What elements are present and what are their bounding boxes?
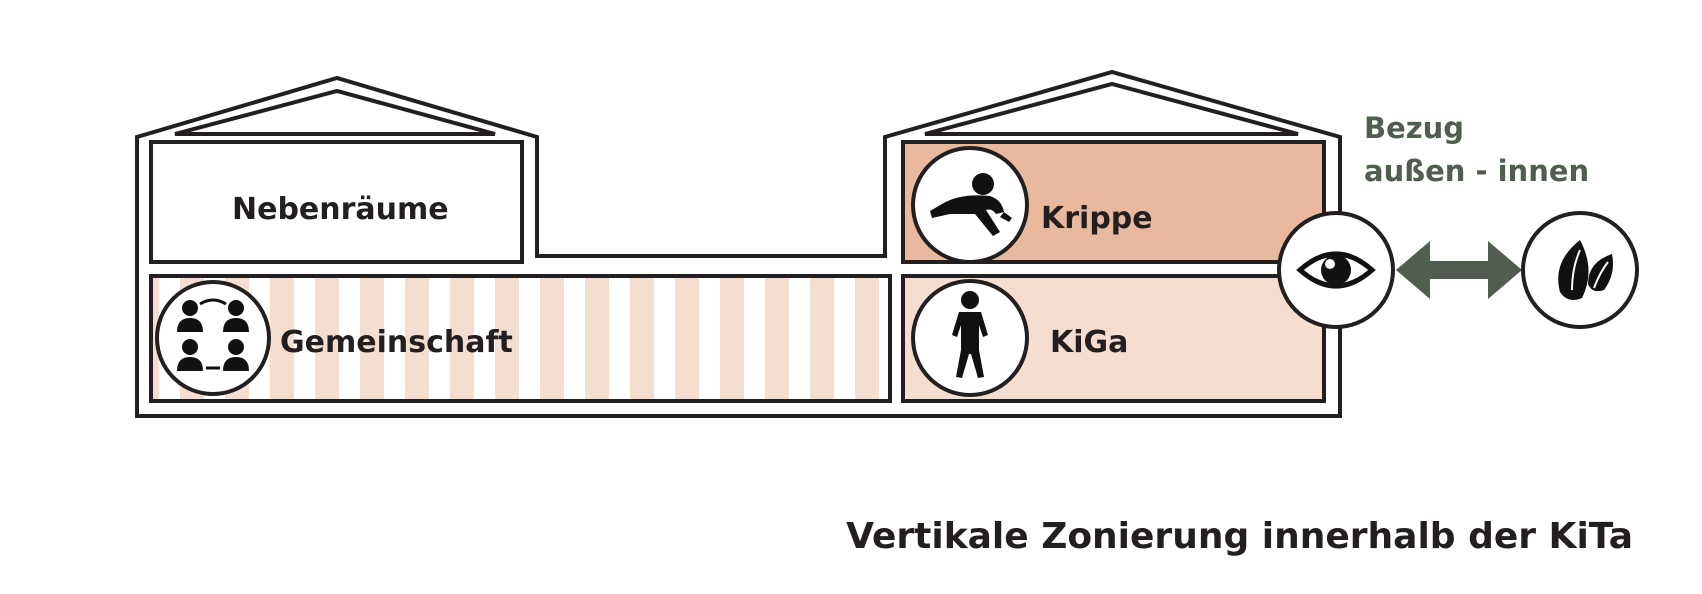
right-roof-gable (924, 81, 1299, 136)
eye-icon (1277, 211, 1395, 329)
room-nebenraeume (149, 140, 524, 264)
relation-label-line2: außen - innen (1364, 154, 1589, 188)
label-gemeinschaft: Gemeinschaft (280, 325, 513, 360)
left-roof-gable (174, 88, 496, 136)
crawling-baby-icon (911, 146, 1029, 264)
label-krippe: Krippe (1041, 201, 1153, 236)
label-kiga: KiGa (1050, 325, 1128, 360)
leaves-icon (1521, 211, 1639, 329)
child-icon (911, 279, 1029, 397)
relation-label-line1: Bezug (1364, 111, 1464, 145)
people-group-icon (155, 280, 271, 396)
double-arrow-icon (1396, 241, 1522, 299)
diagram-caption: Vertikale Zonierung innerhalb der KiTa (846, 516, 1633, 557)
room-gemeinschaft (149, 274, 892, 403)
label-nebenraeume: Nebenräume (232, 192, 449, 227)
